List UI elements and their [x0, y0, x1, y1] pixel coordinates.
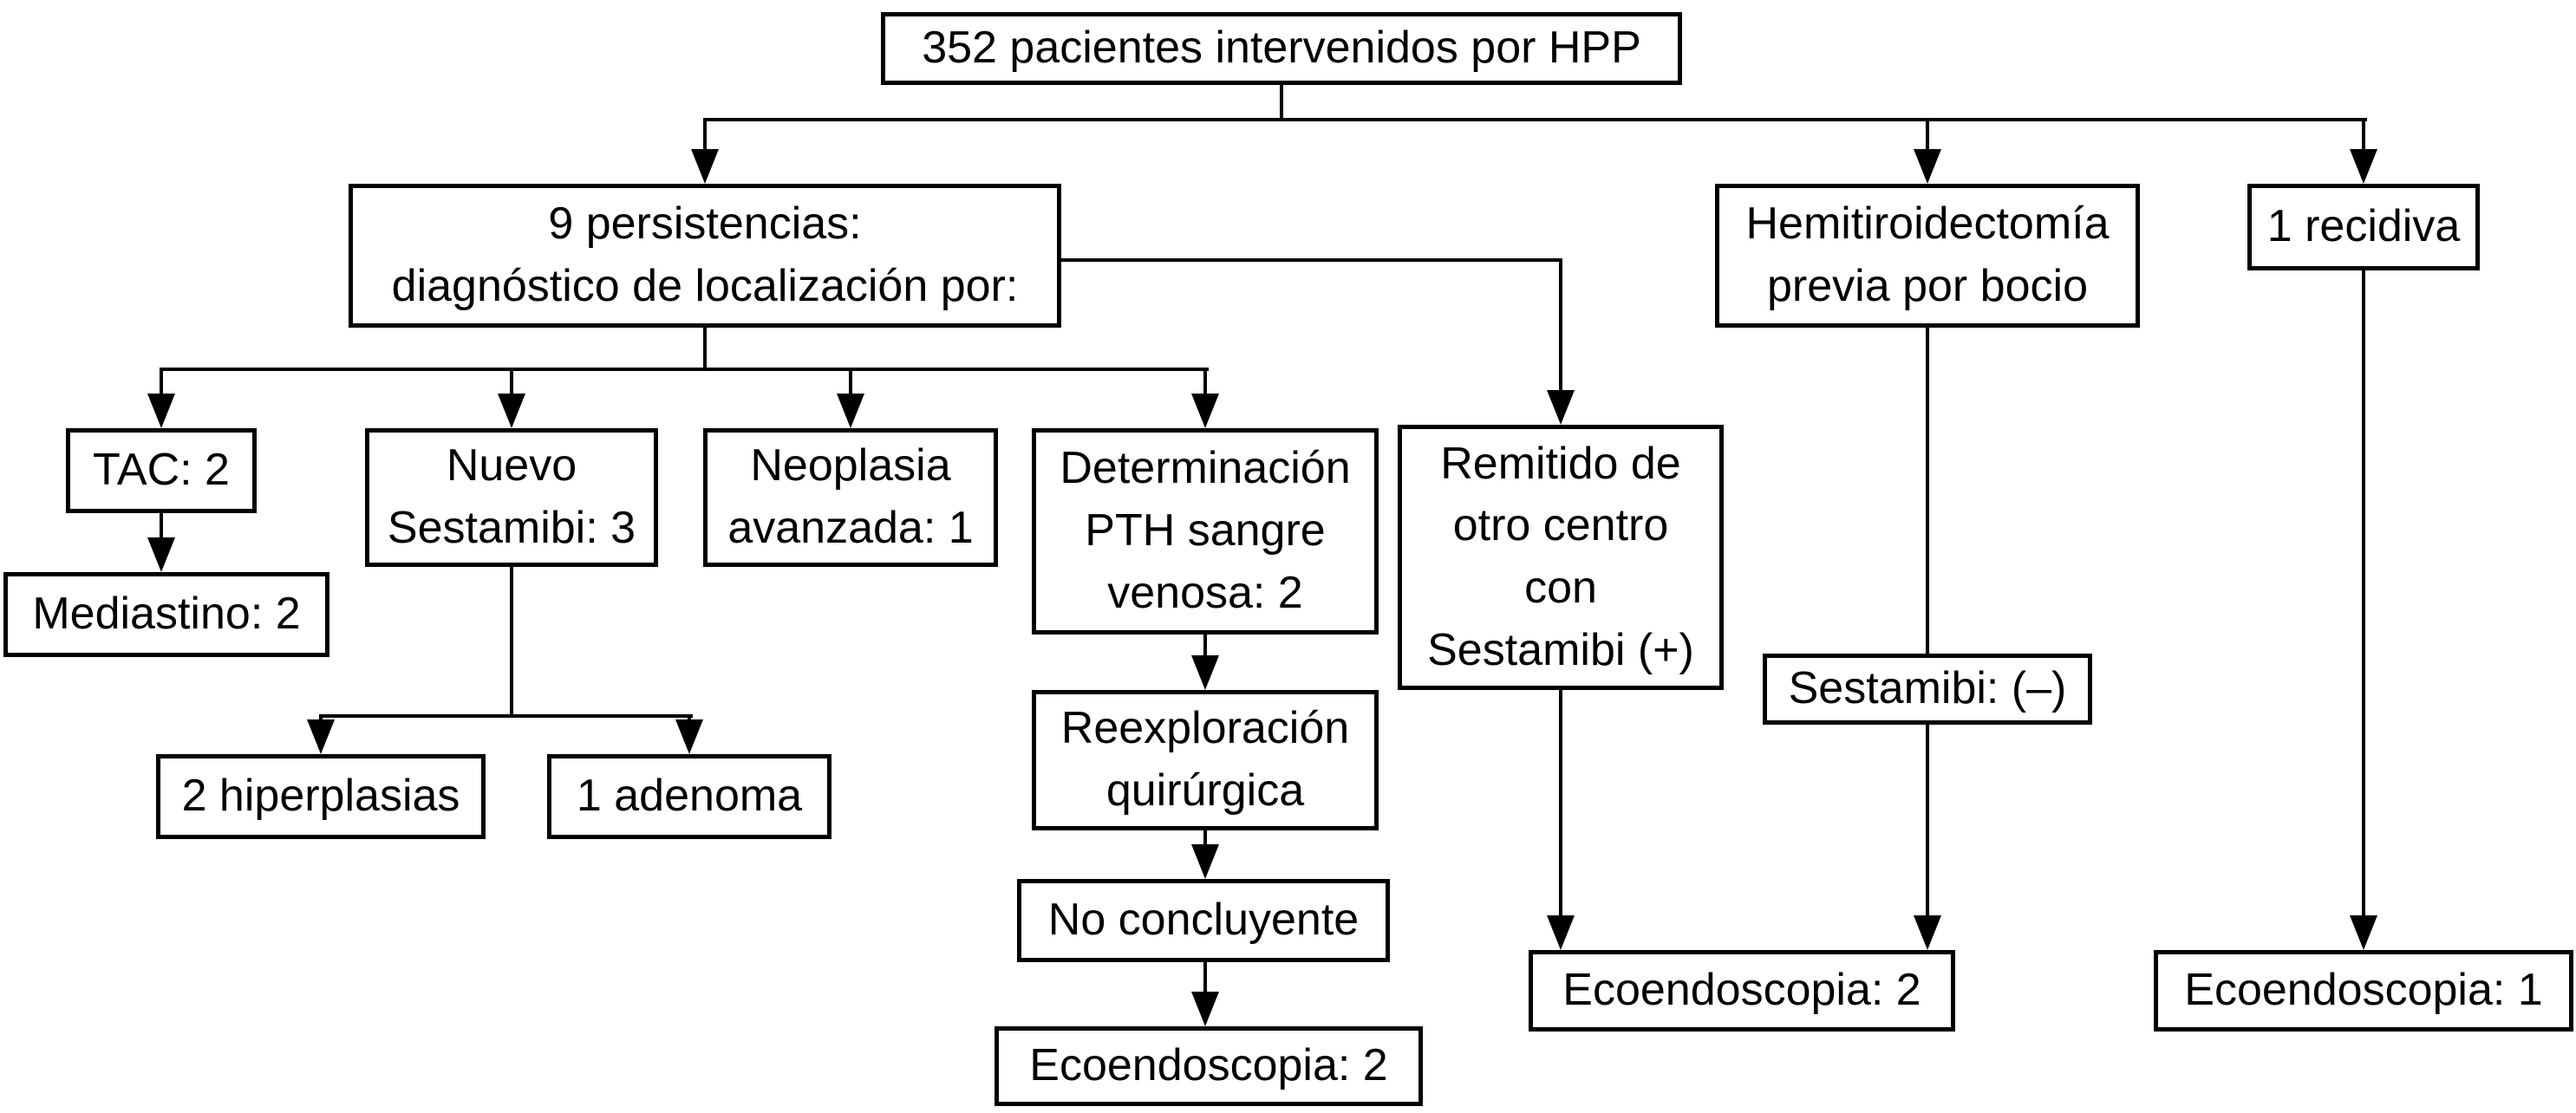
arrowhead-into-neoplasia: [837, 394, 864, 428]
edge-recidiva-to-ecoendoscopia-vline: [2362, 270, 2365, 919]
edge-persistencias-branch-hline: [160, 368, 1209, 371]
node-reexploracion: Reexploración quirúrgica: [1032, 690, 1379, 830]
node-recidiva: 1 recidiva: [2247, 184, 2480, 270]
edge-root-branch-hline: [703, 118, 2367, 121]
edge-reexploracion-to-noconcluyente-vline: [1203, 830, 1207, 848]
node-hemitiroidectomia: Hemitiroidectomía previa por bocio: [1715, 184, 2140, 328]
node-root: 352 pacientes intervenidos por HPP: [881, 12, 1682, 85]
edge-root-to-persistencias-vline: [703, 118, 707, 153]
edge-root-down-vline: [1280, 85, 1283, 121]
node-persistencias: 9 persistencias: diagnóstico de localiza…: [349, 184, 1061, 328]
edge-to-tac-vline: [160, 368, 163, 397]
node-mediastino: Mediastino: 2: [3, 572, 329, 657]
arrowhead-into-hiperplasias: [307, 719, 335, 754]
arrowhead-into-noconcluyente: [1191, 844, 1219, 879]
edge-persistencias-to-remitido-vline: [1559, 258, 1562, 394]
edge-root-to-hemitiroidectomia-vline: [1926, 118, 1929, 153]
arrowhead-into-ecoendoscopia-recidiva: [2350, 915, 2377, 950]
arrowhead-into-pth: [1191, 394, 1219, 428]
arrowhead-into-nuevo-sestamibi: [498, 394, 525, 428]
arrowhead-into-tac: [147, 394, 175, 428]
edge-persistencias-to-remitido-hline: [1061, 258, 1562, 262]
arrowhead-into-adenoma: [675, 719, 703, 754]
node-adenoma: 1 adenoma: [547, 754, 831, 839]
node-no-concluyente: No concluyente: [1017, 879, 1390, 962]
node-ecoendoscopia-recidiva: Ecoendoscopia: 1: [2154, 950, 2573, 1032]
arrowhead-into-persistencias: [691, 149, 719, 184]
node-nuevo-sestamibi: Nuevo Sestamibi: 3: [365, 428, 658, 567]
edge-pth-to-reexploracion-vline: [1203, 635, 1207, 659]
arrowhead-into-ecoendoscopia-pth: [1191, 992, 1219, 1026]
arrowhead-into-reexploracion: [1191, 655, 1219, 690]
edge-to-neoplasia-vline: [849, 368, 852, 397]
edge-persistencias-down-vline: [703, 328, 707, 371]
edge-nuevo-sestamibi-branch-hline: [319, 714, 693, 718]
arrowhead-into-hemitiroidectomia: [1914, 149, 1941, 184]
node-hiperplasias: 2 hiperplasias: [156, 754, 486, 839]
node-pth: Determinación PTH sangre venosa: 2: [1032, 428, 1379, 635]
edge-to-pth-vline: [1203, 368, 1207, 397]
arrowhead-into-ecoendoscopia-centro-left: [1547, 915, 1575, 950]
node-ecoendoscopia-pth: Ecoendoscopia: 2: [995, 1026, 1423, 1106]
arrowhead-into-mediastino: [147, 537, 175, 572]
edge-root-to-recidiva-vline: [2362, 118, 2365, 153]
edge-to-nuevo-sestamibi-vline: [510, 368, 513, 397]
edge-hemitiroidectomia-to-ecoendoscopia-vline: [1926, 328, 1929, 919]
node-ecoendoscopia-centro: Ecoendoscopia: 2: [1529, 950, 1955, 1032]
node-neoplasia: Neoplasia avanzada: 1: [703, 428, 998, 567]
edge-tac-to-mediastino-vline: [160, 513, 163, 541]
edge-nuevo-sestamibi-down-vline: [510, 567, 513, 718]
arrowhead-into-ecoendoscopia-centro-right: [1914, 915, 1941, 950]
edge-remitido-to-ecoendoscopia-vline: [1559, 690, 1562, 919]
arrowhead-into-remitido: [1547, 390, 1575, 425]
arrowhead-into-recidiva: [2350, 149, 2377, 184]
node-tac: TAC: 2: [66, 428, 257, 513]
node-remitido: Remitido de otro centro con Sestamibi (+…: [1398, 425, 1724, 690]
node-sestamibi-negativo: Sestamibi: (–): [1763, 654, 2092, 725]
edge-noconcluyente-to-ecoendoscopia-vline: [1203, 962, 1207, 995]
